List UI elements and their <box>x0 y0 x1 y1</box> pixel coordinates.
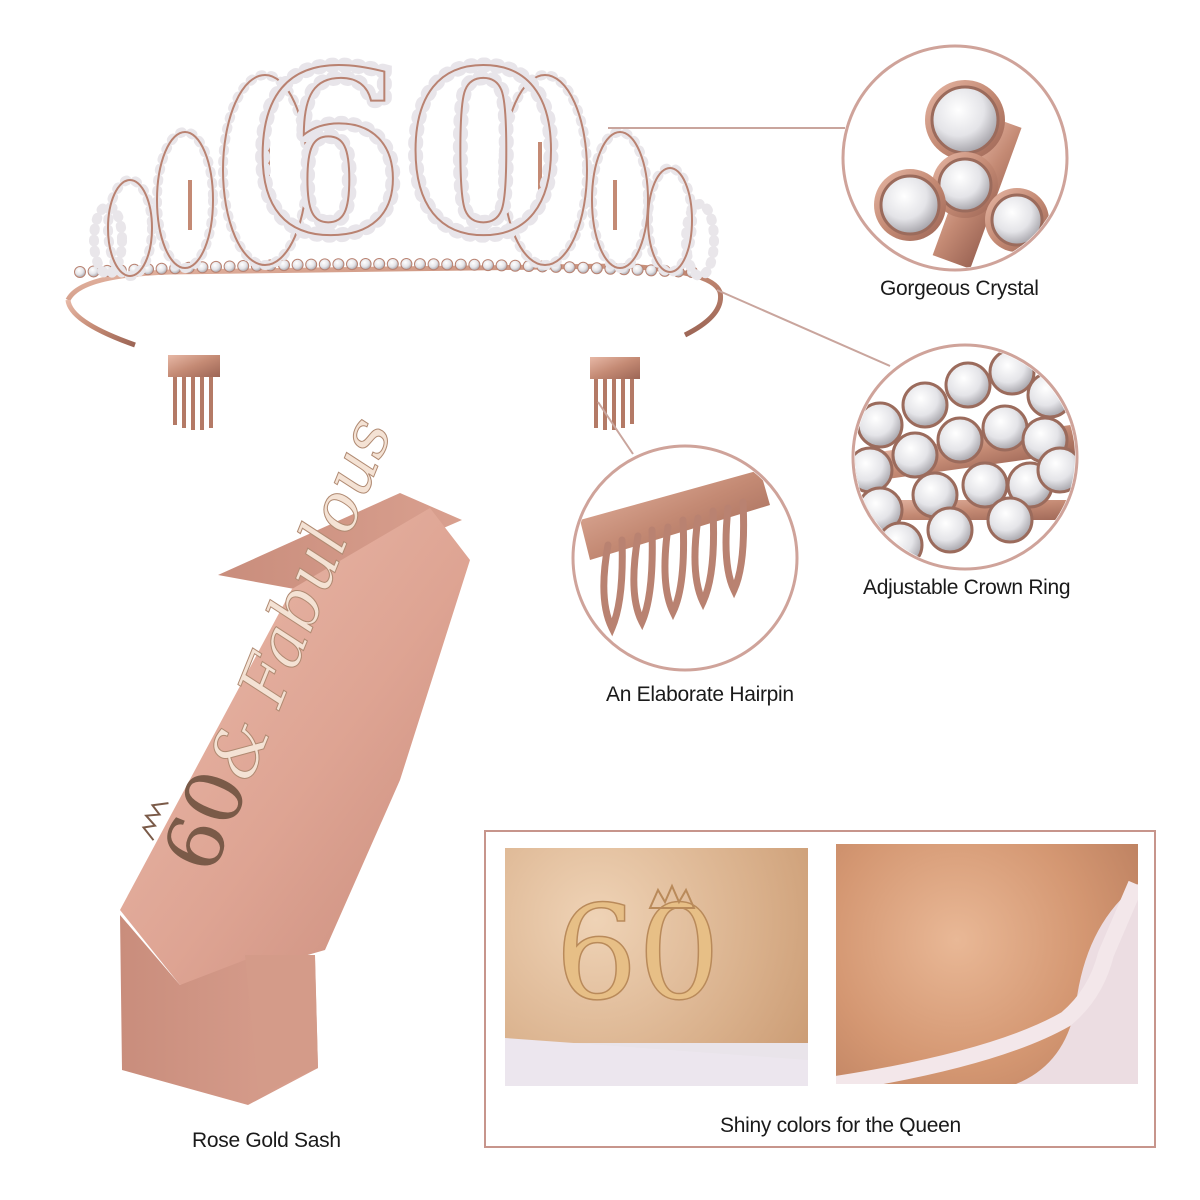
tiara-crystal <box>386 258 399 271</box>
tiara-crystal <box>400 258 413 271</box>
tiara-crystal <box>373 258 386 271</box>
tiara-crystal <box>495 259 508 272</box>
panel-number: 60 <box>555 877 720 1029</box>
tiara-crystal <box>441 258 454 271</box>
tiara-number-outline: 60 <box>248 22 561 286</box>
ring-crystal <box>981 404 1029 452</box>
tiara-crystal <box>332 258 345 271</box>
tiara-crystal <box>631 263 644 276</box>
tiara-number: 60 <box>248 22 561 286</box>
crystal-detail-circle <box>841 44 1069 272</box>
ring-crystal <box>986 496 1034 544</box>
ring-crystal <box>901 381 949 429</box>
tiara: 60 60 <box>65 15 724 430</box>
hairpin-detail-circle <box>571 444 799 672</box>
ring-crystal <box>876 521 924 567</box>
tiara-crystal <box>563 261 576 274</box>
tiara-crystal <box>590 262 603 275</box>
tiara-crystal <box>74 266 86 278</box>
tiara-crystal <box>223 260 236 273</box>
callout-lines <box>597 127 891 455</box>
panel-crown-icon <box>648 883 696 909</box>
tiara-crystal <box>291 258 304 271</box>
label-elaborate-hairpin: An Elaborate Hairpin <box>606 683 794 706</box>
tiara-crystal <box>155 262 168 275</box>
tiara-crystal <box>237 260 250 273</box>
tiara-crystal <box>509 259 522 272</box>
label-gorgeous-crystal: Gorgeous Crystal <box>880 277 1039 300</box>
ring-crystal <box>926 506 974 554</box>
crown-ring-detail-circle <box>851 343 1079 571</box>
sash-crown-icon <box>141 802 169 841</box>
tiara-crystal <box>318 258 331 271</box>
tiara-crystal <box>427 258 440 271</box>
tiara-crystal <box>468 258 481 271</box>
tiara-crystal <box>454 258 467 271</box>
fabric-closeup-number: 60 <box>505 848 808 1086</box>
tiara-crystal <box>346 258 358 271</box>
tiara-crystal <box>645 264 658 277</box>
tiara-crystal <box>482 259 494 272</box>
sash: 60 & Fabulous <box>120 406 470 1105</box>
tiara-crystal <box>305 258 318 271</box>
label-rose-gold-sash: Rose Gold Sash <box>192 1129 341 1152</box>
label-shiny-colors: Shiny colors for the Queen <box>720 1114 961 1137</box>
ring-crystal <box>1036 446 1075 494</box>
ring-crystal <box>936 416 984 464</box>
tiara-left-comb <box>168 355 220 430</box>
ring-crystal <box>891 431 939 479</box>
ring-crystal <box>944 361 992 409</box>
label-adjustable-crown-ring: Adjustable Crown Ring <box>863 576 1071 599</box>
tiara-crystal <box>414 258 426 271</box>
tiara-crystal <box>210 260 222 273</box>
fabric-detail-frame: 60 Shiny colors for the Queen <box>484 830 1156 1148</box>
tiara-right-comb <box>590 357 640 430</box>
fabric-closeup-glitter <box>836 844 1138 1084</box>
tiara-crystal <box>577 261 590 274</box>
tiara-crystal <box>359 258 372 271</box>
